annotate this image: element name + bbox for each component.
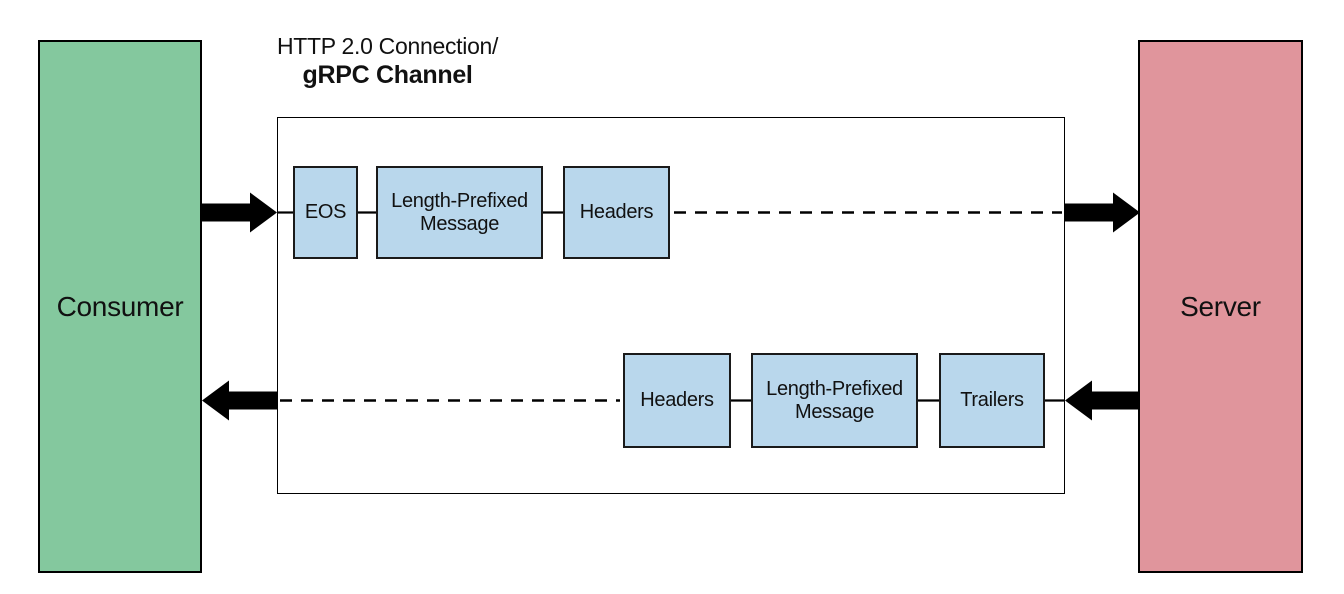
trailers-frame-box: Trailers bbox=[939, 353, 1045, 448]
response-headers-label: Headers bbox=[640, 389, 714, 412]
arrow-right-consumer-to-channel-icon bbox=[202, 192, 277, 233]
consumer-label: Consumer bbox=[56, 290, 184, 322]
server-box: Server bbox=[1138, 40, 1303, 573]
eos-frame-label: EOS bbox=[304, 201, 347, 224]
response-length-prefixed-message-label: Length-Prefixed Message bbox=[766, 378, 903, 423]
arrow-left-channel-to-consumer-icon bbox=[202, 380, 277, 421]
request-length-prefixed-message-label: Length-Prefixed Message bbox=[391, 190, 528, 235]
response-length-prefixed-message-box: Length-Prefixed Message bbox=[751, 353, 918, 448]
channel-title-line2: gRPC Channel bbox=[302, 61, 473, 89]
response-headers-box: Headers bbox=[623, 353, 731, 448]
arrow-left-server-to-channel-icon bbox=[1065, 380, 1138, 421]
channel-title-line1: HTTP 2.0 Connection/ bbox=[277, 33, 499, 59]
channel-title: HTTP 2.0 Connection/ gRPC Channel bbox=[277, 31, 498, 89]
trailers-frame-label: Trailers bbox=[960, 389, 1024, 412]
request-headers-label: Headers bbox=[579, 201, 654, 224]
request-length-prefixed-message-box: Length-Prefixed Message bbox=[376, 166, 543, 259]
grpc-channel-container bbox=[277, 117, 1065, 494]
consumer-box: Consumer bbox=[38, 40, 202, 573]
eos-frame-box: EOS bbox=[293, 166, 358, 259]
server-label: Server bbox=[1180, 290, 1261, 322]
request-headers-box: Headers bbox=[563, 166, 670, 259]
arrow-right-channel-to-server-icon bbox=[1065, 192, 1140, 233]
